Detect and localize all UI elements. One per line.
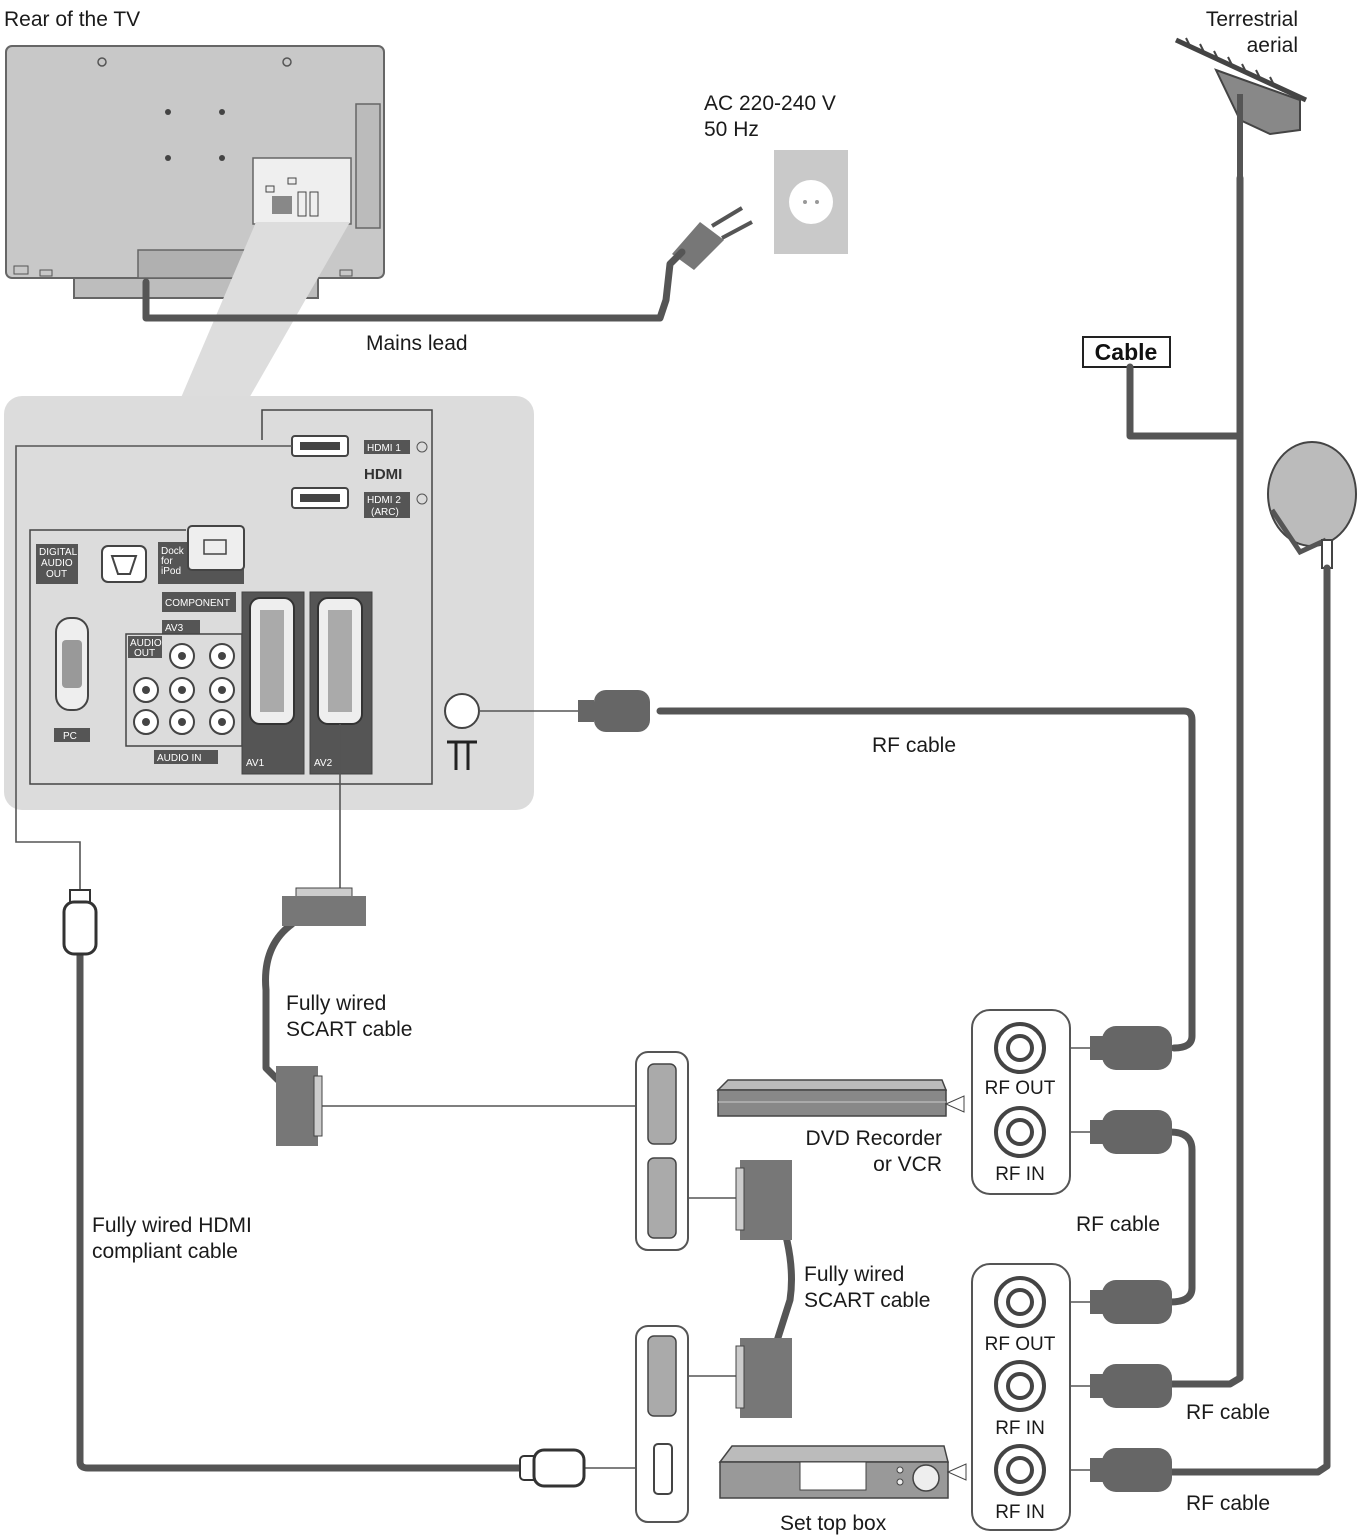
hdmi-plug-stb — [519, 1448, 586, 1488]
scart-cable-tv — [262, 920, 296, 1084]
leader-hdmi — [15, 445, 292, 890]
scart-plug-tv-top — [282, 887, 366, 926]
terrestrial-aerial — [1174, 37, 1308, 178]
rf-cable-label-bottom: RF cable — [1186, 1492, 1270, 1515]
mains-lead-label: Mains lead — [366, 332, 468, 355]
av3-label: AV3 — [165, 623, 184, 634]
zoom-wedge — [180, 222, 350, 400]
stb-rf-in-label-1: RF IN — [995, 1418, 1045, 1439]
dock-label-2: for — [161, 556, 173, 567]
dvd-scart-panel — [635, 1051, 689, 1251]
component-label: COMPONENT — [165, 598, 230, 609]
mains-plug — [672, 206, 753, 270]
dvd-rf-in-label: RF IN — [995, 1164, 1045, 1185]
ac-frequency-label: 50 Hz — [704, 118, 759, 141]
rear-of-tv-label: Rear of the TV — [4, 8, 140, 31]
dvd-recorder — [716, 1079, 965, 1117]
hdmi-plug-tv — [62, 889, 98, 956]
rf-cable-label-mid: RF cable — [1076, 1213, 1160, 1236]
rf-plug-tv — [578, 690, 650, 732]
scart-plug-stb-top — [735, 1160, 792, 1240]
hdmi-cable-label-1: Fully wired HDMI — [92, 1214, 252, 1237]
dvd-recorder-label-1: DVD Recorder — [805, 1127, 942, 1150]
av1-label: AV1 — [246, 758, 265, 769]
rf-cable-dvd-to-stb — [1166, 1128, 1196, 1306]
dish-cable — [1166, 564, 1331, 1476]
tv-rear-illustration — [5, 45, 385, 299]
stb-rf-out-label: RF OUT — [985, 1334, 1056, 1355]
hdmi2-arc-label: (ARC) — [371, 507, 399, 518]
wall-socket — [774, 150, 848, 254]
rf-plugs-right — [1090, 1026, 1172, 1492]
hdmi-cable — [76, 950, 524, 1472]
hdmi-cable-label-2: compliant cable — [92, 1240, 238, 1263]
rf-cable-tv-to-dvd — [656, 707, 1196, 1052]
dvd-recorder-label-2: or VCR — [873, 1153, 942, 1176]
audio-in-label: AUDIO IN — [157, 753, 201, 764]
rf-cable-label-low: RF cable — [1186, 1401, 1270, 1424]
av2-label: AV2 — [314, 758, 333, 769]
stb-rf-panel — [971, 1263, 1071, 1531]
terrestrial-aerial-label-1: Terrestrial — [1206, 8, 1298, 31]
scart-cable-label-1a: Fully wired — [286, 992, 386, 1015]
hdmi1-label: HDMI 1 — [367, 443, 401, 454]
cable-label: Cable — [1095, 339, 1158, 365]
cable-feed-line — [1126, 363, 1244, 440]
audio-out-label-2: OUT — [134, 648, 155, 659]
dvd-rf-panel — [971, 1009, 1071, 1195]
pc-label: PC — [63, 731, 77, 742]
dock-label-1: Dock — [161, 546, 185, 557]
audio-out-label-1: AUDIO — [130, 638, 162, 649]
set-top-box — [718, 1445, 967, 1499]
scart-plug-stb-bottom — [735, 1338, 792, 1418]
set-top-box-label: Set top box — [780, 1512, 887, 1535]
satellite-dish — [1267, 441, 1357, 569]
terminal-panel: HDMI 1 HDMI HDMI 2 (ARC) DIGITAL AUDIO O… — [4, 396, 534, 810]
ac-voltage-label: AC 220-240 V — [704, 92, 836, 115]
scart-cable-label-2b: SCART cable — [804, 1289, 930, 1312]
digital-audio-label-2: AUDIO — [41, 558, 73, 569]
stb-rf-in-label-2: RF IN — [995, 1502, 1045, 1523]
stb-connection-panel — [635, 1325, 689, 1523]
rf-cable-label-top: RF cable — [872, 734, 956, 757]
aerial-down-cable — [1166, 174, 1244, 1388]
dvd-rf-out-label: RF OUT — [985, 1078, 1056, 1099]
digital-audio-label-3: OUT — [46, 569, 67, 580]
scart-plug-tv-bottom — [276, 1066, 323, 1146]
scart-cable-label-2a: Fully wired — [804, 1263, 904, 1286]
dock-label-3: iPod — [161, 566, 181, 577]
mains-lead-cable — [142, 248, 686, 322]
hdmi2-label: HDMI 2 — [367, 495, 401, 506]
hdmi-logo: HDMI — [364, 466, 402, 483]
terrestrial-aerial-label-2: aerial — [1247, 34, 1298, 57]
scart-cable-label-1b: SCART cable — [286, 1018, 412, 1041]
digital-audio-label-1: DIGITAL — [39, 547, 78, 558]
